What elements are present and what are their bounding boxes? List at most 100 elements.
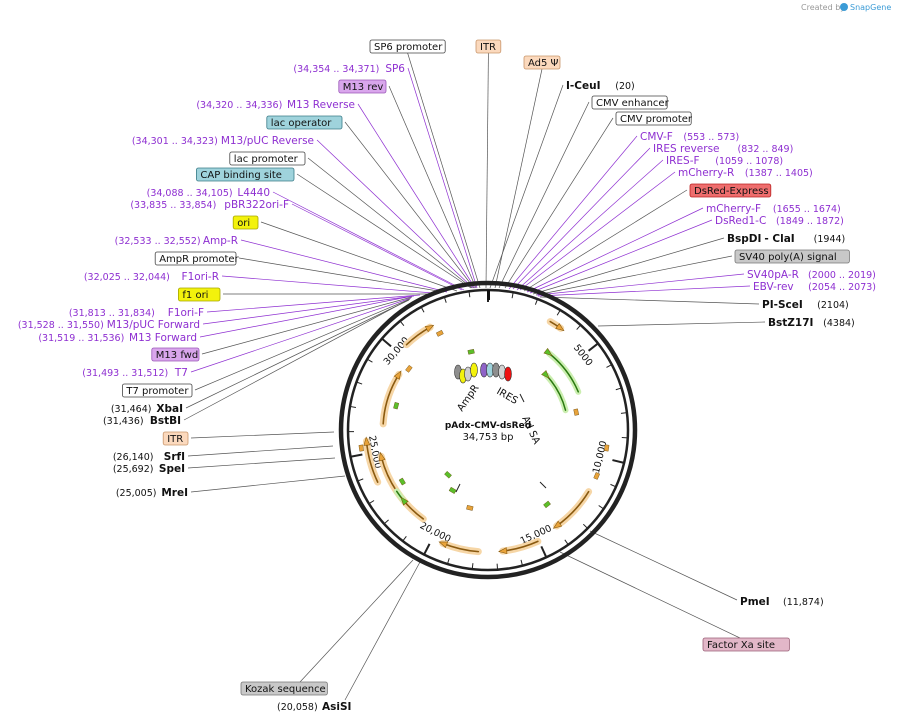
scale-tick <box>357 478 364 482</box>
interior-mark <box>519 393 525 403</box>
credit-prefix: Created by <box>801 3 845 12</box>
feature-arrow-icon <box>424 324 435 333</box>
feature-label-mcherry-r: mCherry-R <box>678 167 734 179</box>
leader-line <box>344 121 475 289</box>
leader-line <box>485 52 489 289</box>
coord-m13-puc-reverse: (34,301 .. 34,323) <box>132 136 218 147</box>
feature-label-cmv-enhancer: CMV enhancer <box>596 98 670 109</box>
scale-tick <box>471 563 474 570</box>
feature-box-t7-promoter <box>122 383 193 398</box>
coord-mcherry-r: (1387 .. 1405) <box>745 168 813 179</box>
feature-arrow-icon <box>498 547 508 554</box>
feature-label-xbai: XbaI <box>156 403 183 415</box>
leader-line <box>299 559 414 683</box>
feature-arrow-icon <box>363 436 371 446</box>
leader-line <box>206 294 421 313</box>
scale-tick <box>420 306 425 313</box>
leader-line <box>307 157 473 289</box>
feature-box-sv40-poly-a-signal <box>734 249 850 264</box>
feature-label-cmv-promoter: CMV promoter <box>620 114 693 125</box>
feature-marker <box>573 408 579 416</box>
leader-line <box>536 273 745 296</box>
feature-marker <box>358 444 364 452</box>
coord-ebv-rev: (2054 .. 2073) <box>808 282 876 293</box>
scale-tick <box>443 296 447 303</box>
scale-tick <box>564 539 569 546</box>
coord-ires-reverse: (832 .. 849) <box>738 144 794 155</box>
scale-tick <box>598 505 604 510</box>
feature-label-sp6: SP6 <box>385 63 405 75</box>
scale-tick <box>468 291 471 298</box>
feature-label-ori: ori <box>237 218 250 229</box>
scale-tick <box>540 545 548 558</box>
scale-tick <box>349 405 356 408</box>
scale-tick <box>350 453 363 458</box>
feature-arrow-icon <box>543 347 553 357</box>
feature-label-lac-promoter: lac promoter <box>234 154 299 165</box>
scale-tick <box>402 535 407 542</box>
feature-box-cmv-promoter <box>615 111 692 126</box>
feature-marker <box>593 472 600 480</box>
leader-line <box>187 445 334 457</box>
inner-label-ires: IRES <box>495 386 520 407</box>
coord-l4440: (34,088 .. 34,105) <box>147 188 233 199</box>
leader-line <box>296 173 472 289</box>
coord-sp6: (34,354 .. 34,371) <box>293 64 379 75</box>
inner-label-ampr: AmpR <box>455 383 481 414</box>
feature-box-ori <box>232 215 259 230</box>
feature-label-bstbi: BstBI <box>150 415 181 427</box>
scale-tick <box>368 500 375 505</box>
coord-srfi: (26,140) <box>113 452 154 463</box>
feature-marker <box>405 364 413 373</box>
feature-label-sv40pa-r: SV40pA-R <box>747 269 799 281</box>
feature-box-cap-binding-site <box>195 167 295 182</box>
feature-label-dsred1-c: DsRed1-C <box>715 215 766 227</box>
feature-label-t7-promoter: T7 promoter <box>125 386 189 397</box>
feature-label-sp6-promoter: SP6 promoter <box>374 42 443 53</box>
feature-cluster-block <box>470 362 478 378</box>
feature-marker <box>603 444 610 452</box>
feature-label-f1ori-r: F1ori-R <box>182 271 219 283</box>
coord-f1ori-r: (32,025 .. 32,044) <box>84 272 170 283</box>
feature-label-clai: - ClaI <box>764 233 794 245</box>
snapgene-logo-icon <box>840 3 848 11</box>
feature-label-asisi: AsiSI <box>322 701 351 713</box>
feature-marker <box>393 402 400 410</box>
feature-label-cap-binding-site: CAP binding site <box>200 170 282 181</box>
feature-marker <box>398 477 406 486</box>
feature-box-m13-rev <box>338 79 387 94</box>
leader-line <box>190 297 412 373</box>
feature-label-bspdi: BspDI <box>727 233 761 245</box>
feature-box-cmv-enhancer <box>591 95 668 110</box>
coord-cmv-f: (553 .. 573) <box>683 132 739 143</box>
feature-label-f1-ori: f1 ori <box>182 290 208 301</box>
leader-line <box>187 457 336 469</box>
feature-label-ires-f: IRES-F <box>666 155 700 167</box>
scale-tick <box>520 559 523 566</box>
interior-mark <box>539 481 547 489</box>
scale-tick <box>383 519 389 525</box>
coord-sv40pa-r: (2000 .. 2019) <box>808 270 876 281</box>
feature-box-itr <box>475 39 502 54</box>
feature-marker <box>448 486 457 494</box>
leader-line <box>529 219 713 294</box>
scale-tick <box>615 387 622 391</box>
feature-box-sp6-promoter <box>369 39 446 54</box>
feature-box-itr <box>162 431 189 446</box>
leader-line <box>537 285 751 297</box>
feature-label-dsred-express: DsRed-Express <box>694 186 769 197</box>
plasmid-name: pAdx-CMV-dsRed <box>445 421 531 431</box>
coord-m13-forward: (31,519 .. 31,536) <box>38 333 124 344</box>
scale-tick <box>423 543 431 556</box>
feature-label-amp-r: Amp-R <box>203 235 238 247</box>
scale-tick <box>511 292 514 299</box>
feature-arrow-icon <box>393 370 402 380</box>
leader-line <box>344 561 421 701</box>
leader-line <box>357 103 476 289</box>
feature-arcs <box>358 290 610 556</box>
scale-tick <box>606 364 613 368</box>
feature-label-ampr-promoter: AmpR promoter <box>159 254 239 265</box>
feature-label-m13-rev: M13 rev <box>343 82 384 93</box>
feature-box-factor-xa-site <box>702 637 790 652</box>
